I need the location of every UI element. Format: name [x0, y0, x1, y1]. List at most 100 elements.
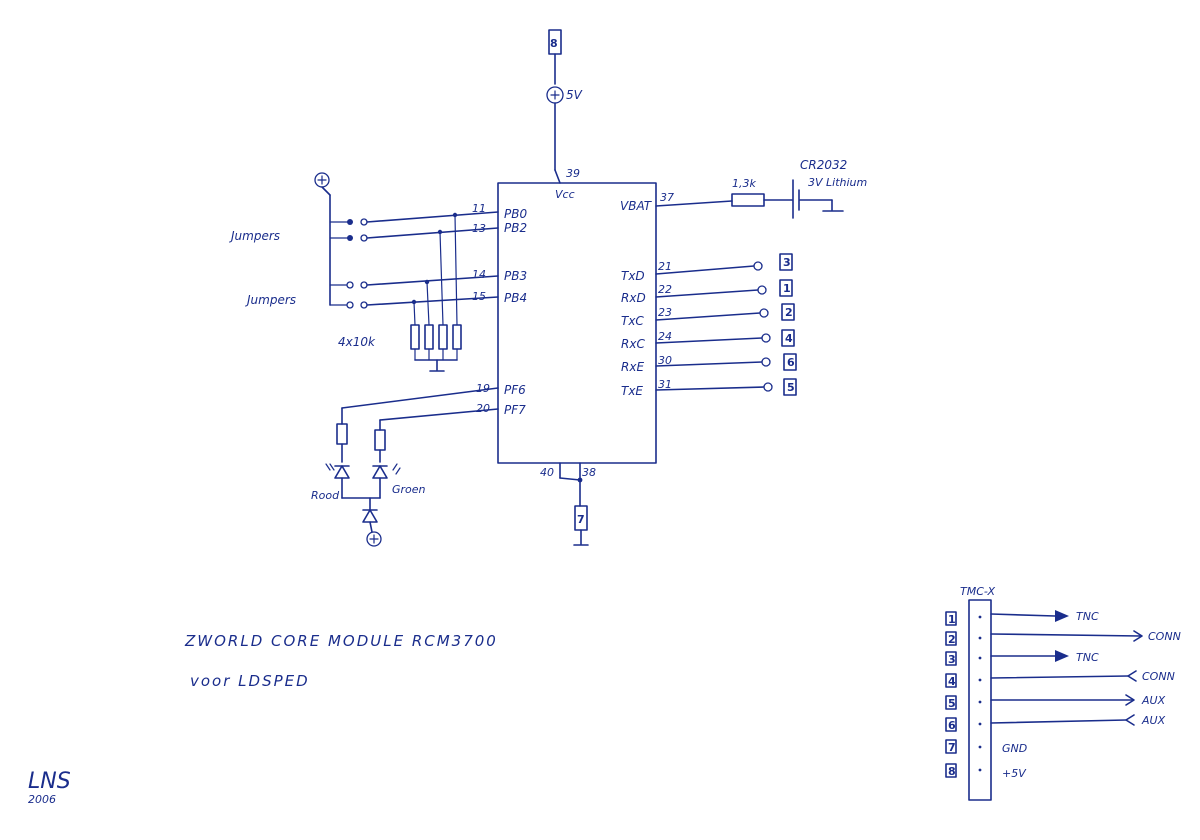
jumper-network: Jumpers Jumpers 4x10k — [229, 172, 499, 372]
aux-arrow-icon-6 — [1125, 714, 1135, 726]
serial-connector-box-1 — [779, 253, 793, 271]
tmc-pin-number-1: 1 — [948, 613, 956, 626]
led-resistor-green — [374, 429, 386, 451]
ground-connector-number: 7 — [577, 513, 585, 526]
serial-terminal-6 — [763, 382, 773, 392]
tmc-signal-1: TNC — [1076, 610, 1099, 623]
pin-number-30: 30 — [658, 354, 672, 367]
tmc-pin-number-2: 2 — [948, 633, 956, 646]
ground-pin-40: 40 — [540, 466, 554, 479]
pullup-resistor-4 — [452, 324, 462, 350]
pin-number-19: 19 — [476, 382, 490, 395]
serial-terminal-4 — [761, 333, 771, 343]
pullup-resistor-2 — [424, 324, 434, 350]
serial-connector-2: 2 — [785, 306, 793, 319]
tmc-pin-number-5: 5 — [948, 697, 956, 710]
pin-number-21: 21 — [658, 260, 672, 273]
tmc-pin-box-5 — [945, 695, 957, 710]
serial-connector-1: 1 — [783, 282, 791, 295]
led-red-label: Rood — [311, 489, 340, 502]
tnc-arrow-icon-3 — [1055, 650, 1069, 662]
pin-number-23: 23 — [658, 306, 672, 319]
ic-rcm3700: Vcc — [497, 182, 657, 464]
battery-circuit: VBAT 37 1,3k CR2032 3V Lithium — [620, 158, 867, 219]
pin-number-20: 20 — [476, 402, 490, 415]
tmc-signal-7: GND — [1002, 742, 1027, 755]
tmc-pin-box-7 — [945, 739, 957, 754]
serial-connector-box-2 — [779, 279, 793, 297]
led-green-icon — [372, 465, 388, 479]
vbat-pin-label: VBAT — [620, 199, 653, 213]
tmc-pin-number-3: 3 — [948, 653, 956, 666]
serial-connector-box-3 — [781, 303, 795, 321]
left-pin-numbers: 11 13 14 15 19 20 — [472, 202, 490, 415]
tmc-pin-box-4 — [945, 673, 957, 688]
pin-label-txe: TxE — [621, 384, 643, 398]
vcc-pin-number: 39 — [566, 167, 580, 180]
pin-label-rxe: RxE — [621, 360, 644, 374]
jumpers-label-top: Jumpers — [229, 229, 280, 243]
aux-arrow-icon-5 — [1125, 694, 1135, 706]
pin-label-pf6: PF6 — [504, 383, 526, 397]
tmc-x-title: TMC-X — [960, 585, 995, 598]
serial-terminal-2 — [757, 285, 767, 295]
title-line-1: ZWORLD CORE MODULE RCM3700 — [184, 632, 498, 650]
title-line-2: voor LDSPED — [190, 672, 310, 690]
tmc-pin-box-6 — [945, 717, 957, 732]
pin-label-pf7: PF7 — [504, 403, 526, 417]
tmc-pin-box-2 — [945, 631, 957, 646]
serial-connector-5: 5 — [787, 381, 795, 394]
tmc-pin-number-4: 4 — [948, 675, 956, 688]
supply-group: 8 5V 39 — [546, 29, 583, 184]
jumper-contact-8 — [360, 301, 368, 309]
tmc-signal-8: +5V — [1002, 767, 1027, 780]
jumper-contact-6 — [360, 281, 368, 289]
serial-connector-3: 3 — [783, 256, 791, 269]
signature-initials: LNS — [28, 769, 71, 794]
pin-label-pb2: PB2 — [504, 221, 527, 235]
left-pin-labels: PB0 PB2 PB3 PB4 PF6 PF7 — [504, 207, 527, 417]
signature-year: 2006 — [28, 793, 56, 806]
vbat-resistor-value: 1,3k — [732, 177, 756, 190]
ground-circuit: 40 38 7 — [540, 462, 596, 546]
pin-label-pb0: PB0 — [504, 207, 527, 221]
title-block: ZWORLD CORE MODULE RCM3700 voor LDSPED — [184, 632, 498, 690]
pin-number-31: 31 — [658, 378, 672, 391]
jumper-contact-2 — [360, 218, 368, 226]
pin-number-22: 22 — [658, 283, 672, 296]
vbat-pin-number: 37 — [660, 191, 674, 204]
vbat-resistor — [731, 193, 765, 207]
series-diode-icon — [362, 509, 378, 523]
pin-number-24: 24 — [658, 330, 672, 343]
pin-number-14: 14 — [472, 268, 486, 281]
serial-connector-box-5 — [783, 353, 797, 371]
serial-connector-6: 6 — [787, 356, 795, 369]
tmc-signal-2: CONN — [1148, 630, 1181, 643]
jumper-contact-4 — [360, 234, 368, 242]
jumper-contact-1 — [347, 219, 353, 225]
tmc-pin-box-3 — [945, 651, 957, 666]
serial-terminal-3 — [759, 308, 769, 318]
pin-label-pb3: PB3 — [504, 269, 527, 283]
ground-pin-38: 38 — [582, 466, 596, 479]
led-network: Rood Groen — [311, 387, 499, 547]
tmc-pin-number-8: 8 — [948, 765, 956, 778]
conn-arrow-icon-2 — [1133, 630, 1143, 642]
tmc-pin-box-8 — [945, 763, 957, 778]
signature: LNS 2006 — [28, 769, 71, 806]
jumper-contact-3 — [347, 235, 353, 241]
pin-label-txc: TxC — [621, 314, 644, 328]
battery-cell-type: CR2032 — [800, 158, 847, 172]
pin-label-rxd: RxD — [621, 291, 646, 305]
led-green-label: Groen — [392, 483, 426, 496]
tmc-pin-number-7: 7 — [948, 741, 956, 754]
led-red-icon — [334, 465, 350, 479]
tmc-pin-box-1 — [945, 611, 957, 626]
serial-terminal-5 — [761, 357, 771, 367]
tmc-signal-6: AUX — [1141, 714, 1166, 727]
conn-arrow-icon-4 — [1127, 670, 1137, 682]
serial-pins: TxD RxD TxC RxC RxE TxE 21 22 23 24 30 3… — [621, 253, 797, 398]
supply-connector-number: 8 — [550, 37, 558, 50]
supply-voltage: 5V — [566, 88, 583, 102]
